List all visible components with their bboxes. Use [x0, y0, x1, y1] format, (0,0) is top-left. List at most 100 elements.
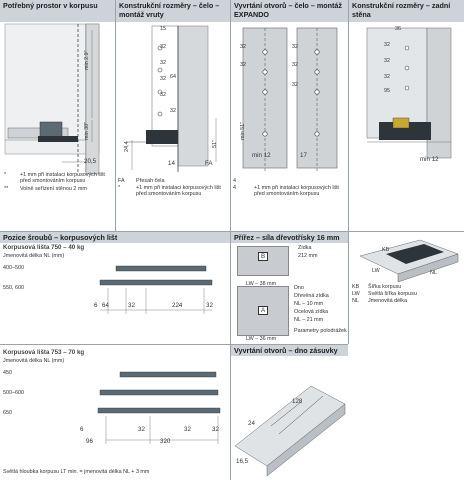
footer-note: Světlá hloubka korpusu LT min. = jmenovi…: [3, 469, 150, 475]
rail-diagram-750: [99, 265, 213, 314]
drawer-iso-diagram: [359, 239, 459, 283]
legend-text: Šířka korpusu: [368, 284, 402, 290]
length-row: 550, 600: [3, 285, 24, 291]
length-row: 650: [3, 410, 12, 416]
divider: [348, 0, 349, 344]
divider: [230, 0, 231, 480]
section-header-drilling-bottom: Vyvrtání otvorů – dno zásuvky: [231, 345, 348, 356]
legend-key: *: [118, 185, 121, 191]
dim-label: 32: [160, 44, 166, 50]
note-star: *: [4, 172, 7, 178]
dim-label: 17: [300, 152, 307, 159]
dim-label: 95: [384, 88, 390, 94]
dim-label: 32: [206, 302, 213, 309]
front-screws-diagram: [126, 25, 217, 172]
dim-label: FA: [205, 160, 213, 167]
section-header-front-screws: Konstrukční rozměry – čelo – montáž vrut…: [116, 0, 230, 22]
part-b-box: [237, 246, 289, 276]
dim-label: 32: [384, 74, 390, 80]
dim-label: min 38": [84, 121, 90, 140]
dim-label: 32: [128, 302, 135, 309]
legend-key: LW: [352, 291, 360, 297]
back-wall-diagram: [366, 27, 452, 159]
dim-label: 20,5: [84, 158, 97, 165]
rail-subtitle: Korpusová lišta 753 – 70 kg: [3, 349, 85, 356]
dim-label: 15: [160, 26, 166, 32]
divider: [0, 344, 348, 345]
dim-label: 14: [168, 160, 175, 167]
note-key: 4: [233, 185, 236, 191]
params-caption: Parametry polodrážek: [294, 328, 347, 334]
dim-label: 32: [160, 60, 166, 66]
part-b-caption: Zídka: [298, 245, 312, 251]
cabinet-space-diagram: [4, 23, 100, 175]
divider: [0, 231, 464, 232]
dim-label: min 51": [240, 121, 246, 140]
legend-key: FA: [118, 178, 125, 184]
note-star: **: [4, 186, 9, 192]
iso-label-nl: NL: [430, 270, 437, 276]
part-a-caption: NL – 10 mm: [294, 301, 324, 307]
dim-label: 32: [240, 62, 246, 68]
legend-text: Jmenovitá délka: [368, 298, 407, 304]
dim-label: 32: [384, 42, 390, 48]
part-b-width: LW – 38 mm: [246, 281, 277, 287]
dim-label: 32: [240, 44, 246, 50]
drawer-bottom-drilling-diagram: [234, 385, 346, 477]
rail-diagram-753: [97, 371, 221, 444]
dim-label: 32: [212, 426, 219, 433]
part-b-caption: 212 mm: [298, 253, 318, 259]
dim-label: 16,5: [236, 458, 249, 465]
section-header-screw-positions: Pozice šroubů – korpusových lišt: [0, 232, 230, 243]
length-row: 500–600: [3, 390, 24, 396]
dim-label: 36: [395, 26, 401, 32]
dim-label: 32: [384, 58, 390, 64]
dim-label: 51": [212, 140, 218, 148]
dim-label: 32: [292, 82, 298, 88]
legend-key: KB: [352, 284, 360, 290]
note-text: +1 mm při instalaci korpusových lišt pře…: [20, 172, 105, 185]
dim-label: 32: [292, 44, 298, 50]
legend-text: +1 mm při instalaci korpusových lišt pře…: [136, 185, 221, 198]
dim-label: min 12: [420, 156, 439, 163]
section-header-back-wall: Konstrukční rozměry – zadní stěna: [349, 0, 464, 22]
length-label: Jmenovitá délka NL (mm): [3, 358, 65, 364]
dim-label: min 12: [252, 152, 271, 159]
note-text: Volně seřízení stěnou 2 mm: [20, 186, 87, 192]
section-header-space: Potřebný prostor v korpusu: [0, 0, 115, 22]
note-key: 4: [233, 178, 236, 184]
dim-label: 32: [160, 92, 166, 98]
legend-text: Světlá šířka korpusu: [368, 291, 417, 297]
dim-label: 32: [138, 426, 145, 433]
part-b-label: B: [258, 252, 269, 261]
part-a-caption: NL – 21 mm: [294, 317, 324, 323]
dim-label: min 2.9": [84, 50, 90, 70]
part-a-label: A: [258, 306, 269, 315]
dim-label: 64: [102, 302, 109, 309]
dim-label: 6: [80, 426, 84, 433]
legend-text: Přesah čela: [136, 178, 165, 184]
length-row: 450: [3, 370, 12, 376]
part-a-caption: Dřevěná zídka: [294, 293, 329, 299]
dim-label: 128: [292, 398, 303, 405]
dim-label: 24: [248, 420, 255, 427]
part-a-caption: Dno: [294, 285, 304, 291]
length-row: 400–500: [3, 265, 24, 271]
rail-subtitle: Korpusová lišta 750 – 40 kg: [3, 244, 85, 251]
dim-label: 64: [170, 74, 176, 80]
dim-label: 32: [184, 426, 191, 433]
dim-label: 224: [172, 302, 183, 309]
dim-label: 24,4: [124, 141, 130, 153]
front-expando-diagram: [242, 27, 338, 172]
divider: [115, 0, 116, 231]
legend-key: NL: [352, 298, 359, 304]
iso-label-kb: KB: [382, 247, 390, 253]
dim-label: 96: [86, 438, 93, 445]
dim-label: 32: [170, 108, 176, 114]
section-header-front-expando: Vyvrtání otvorů – čelo – montáž EXPANDO: [231, 0, 348, 22]
iso-label-lw: LW: [372, 268, 380, 274]
note-text: +1 mm při instalaci korpusových lišt pře…: [254, 185, 339, 198]
part-a-width: LW – 36 mm: [246, 336, 277, 342]
section-header-cutting: Přířez – síla dřevotřísky 16 mm: [231, 232, 348, 243]
dim-label: 32: [292, 62, 298, 68]
